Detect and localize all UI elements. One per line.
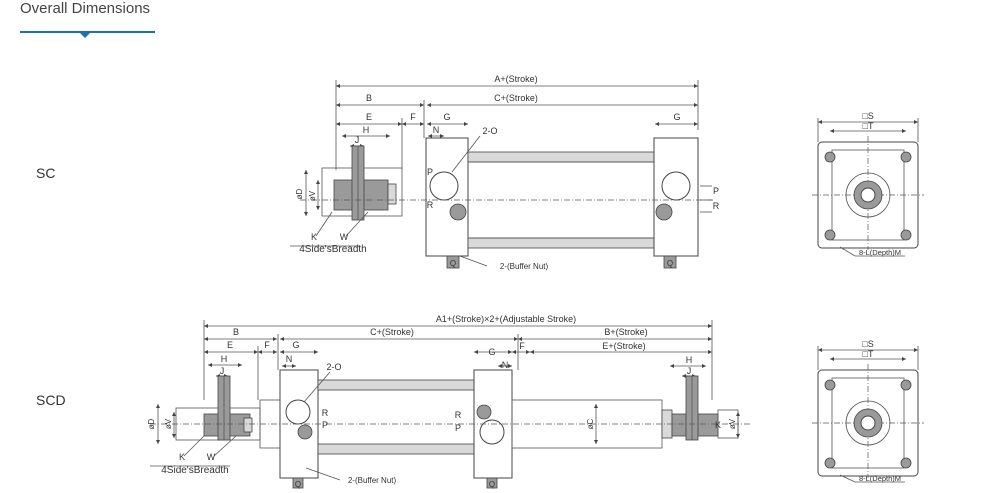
sc-dim-k: K — [311, 232, 317, 242]
scd-end-t: □T — [863, 349, 874, 359]
title-notch — [80, 33, 90, 38]
scd-dim-r1: R — [322, 408, 329, 418]
sc-dim-p2: P — [713, 186, 719, 196]
scd-side-view — [150, 320, 750, 489]
scd-dim-q1: Q — [295, 480, 301, 489]
scd-end-l: 8-L(Depth)M — [859, 474, 901, 483]
scd-end-s: □S — [862, 339, 873, 349]
sc-dim-c: C+(Stroke) — [494, 93, 538, 103]
sc-end-l: 8-L(Depth)M — [859, 248, 901, 257]
scd-dim-b2: B+(Stroke) — [604, 327, 647, 337]
scd-dim-g2: G — [488, 347, 495, 357]
sc-end-view — [812, 118, 924, 257]
scd-dim-r2: R — [455, 410, 462, 420]
sc-breadth-label: 4Side'sBreadth — [299, 244, 367, 255]
scd-dim-n2: N — [502, 360, 509, 370]
sc-dim-r1: R — [427, 200, 434, 210]
sc-dim-h: H — [363, 125, 370, 135]
scd-dim-k: K — [179, 452, 185, 462]
scd-dim-p2: P — [455, 423, 461, 433]
scd-dim-f: F — [264, 340, 270, 350]
scd-dim-k2: K — [715, 420, 721, 430]
scd-dim-b: B — [233, 327, 239, 337]
sc-end-s: □S — [862, 111, 873, 121]
scd-dim-v2: øV — [728, 418, 737, 429]
scd-dim-q2: Q — [489, 480, 495, 489]
sc-dim-a: A+(Stroke) — [494, 74, 537, 84]
scd-dim-j: J — [220, 366, 225, 376]
scd-dim-e2: E+(Stroke) — [602, 341, 645, 351]
sc-dim-q1: Q — [450, 259, 456, 268]
scd-buffer-label: 2-(Buffer Nut) — [348, 476, 397, 485]
scd-dim-g1: G — [292, 340, 299, 350]
title-underline — [20, 31, 155, 33]
scd-end-view — [812, 346, 924, 483]
scd-dim-j2: J — [687, 366, 692, 376]
sc-dim-g2: G — [673, 112, 680, 122]
sc-dim-f: F — [410, 112, 416, 122]
sc-dim-v: øV — [308, 190, 317, 201]
scd-dim-e: E — [227, 340, 233, 350]
scd-dim-w: W — [207, 452, 216, 462]
section-title: Overall Dimensions — [20, 0, 151, 17]
sc-dim-d: øD — [295, 188, 304, 199]
scd-dim-a: A1+(Stroke)×2+(Adjustable Stroke) — [436, 314, 576, 324]
scd-dim-f2: F — [519, 341, 525, 351]
sc-dim-n: N — [433, 125, 440, 135]
sc-dim-w: W — [340, 232, 349, 242]
sc-dim-r2: R — [713, 201, 720, 211]
scd-dim-h2: H — [686, 355, 693, 365]
sc-dim-e: E — [366, 112, 372, 122]
sc-end-t: □T — [863, 121, 874, 131]
sc-dim-j: J — [355, 135, 360, 145]
scd-dim-p1: P — [322, 420, 328, 430]
scd-dim-c-dia: øC — [586, 418, 595, 429]
sc-dim-p1: P — [427, 167, 433, 177]
row-label-sc: SC — [36, 165, 56, 181]
sc-dim-o: 2-O — [482, 126, 497, 136]
scd-dim-h: H — [221, 354, 228, 364]
sc-dim-g1: G — [443, 112, 450, 122]
sc-dim-b: B — [366, 93, 372, 103]
sc-buffer-label: 2-(Buffer Nut) — [500, 262, 549, 271]
scd-dim-o: 2-O — [326, 362, 341, 372]
scd-dim-d: øD — [147, 418, 156, 429]
sc-dim-q2: Q — [667, 259, 673, 268]
row-label-scd: SCD — [36, 392, 66, 408]
scd-dim-n1: N — [286, 354, 293, 364]
scd-dim-v: øV — [164, 418, 173, 429]
scd-breadth-label: 4Side'sBreadth — [161, 465, 229, 476]
scd-dim-c: C+(Stroke) — [370, 327, 414, 337]
sc-side-view — [290, 80, 715, 269]
